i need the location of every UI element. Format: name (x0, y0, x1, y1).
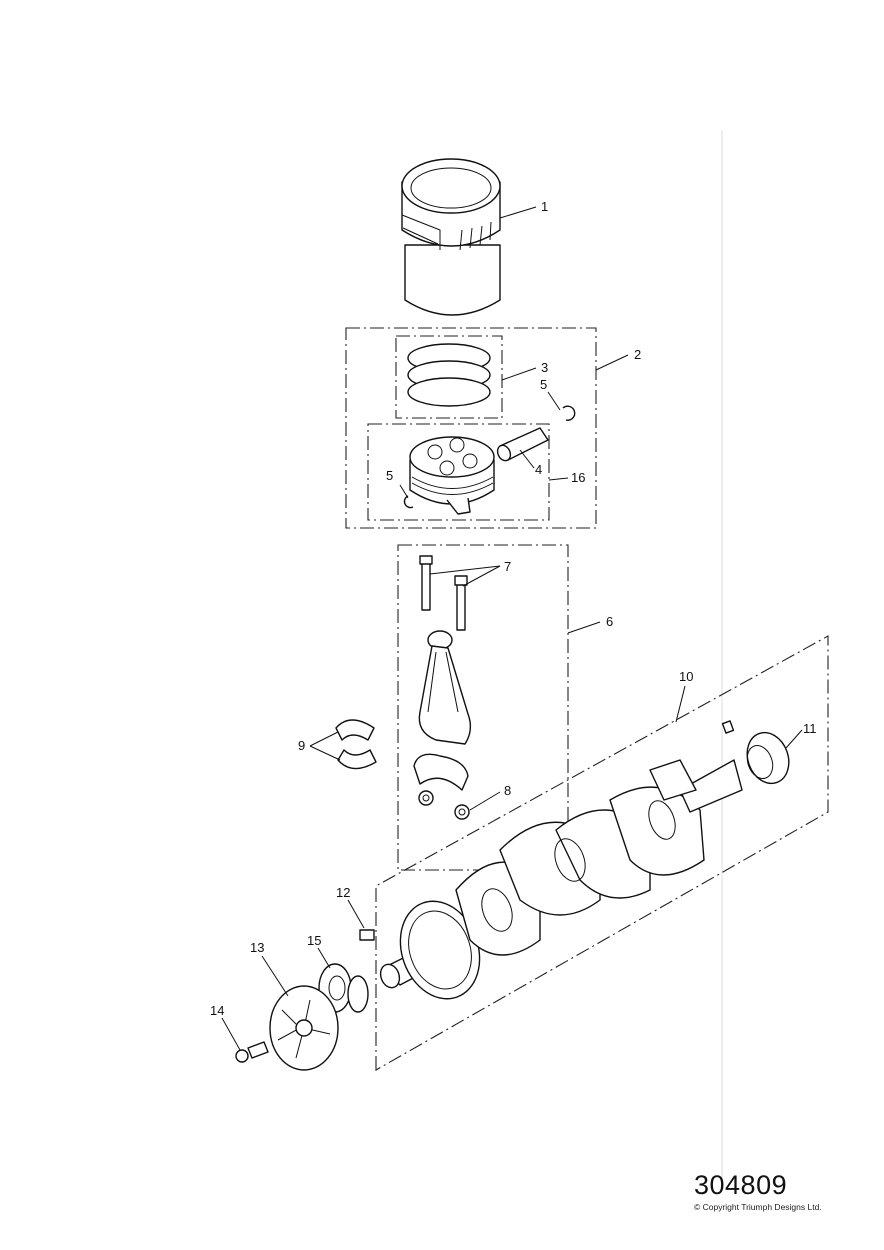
callout-10: 10 (679, 669, 693, 684)
cylinder-liner (401, 158, 501, 316)
callout-6: 6 (606, 614, 613, 629)
con-rod-bolts (419, 555, 468, 631)
callout-9: 9 (298, 738, 305, 753)
circlip (562, 405, 576, 421)
piston-outline (367, 423, 550, 521)
drawing-number: 304809 (694, 1170, 788, 1200)
rotor (269, 985, 339, 1071)
connecting-rod (413, 630, 472, 820)
rotor-bolt (235, 1041, 269, 1063)
callout-15: 15 (307, 933, 321, 948)
callout-3: 3 (541, 360, 548, 375)
piston (409, 436, 495, 515)
callout-1: 1 (541, 199, 548, 214)
crankshaft (379, 759, 743, 1000)
big-end-bearing-shells (335, 719, 377, 770)
piston-rings (407, 343, 491, 407)
woodruff-key (359, 929, 375, 941)
oil-plug (721, 720, 735, 734)
callout-12: 12 (336, 885, 350, 900)
callout-8: 8 (504, 783, 511, 798)
callout-labels: 1 2 3 4 5 5 6 7 8 9 10 11 12 13 14 15 16 (210, 199, 817, 1018)
callout-7: 7 (504, 559, 511, 574)
callout-14: 14 (210, 1003, 224, 1018)
callout-2: 2 (634, 347, 641, 362)
callout-13: 13 (250, 940, 264, 955)
callout-11: 11 (803, 721, 817, 736)
callout-16: 16 (571, 470, 585, 485)
circlip (403, 495, 414, 509)
callout-5a: 5 (540, 377, 547, 392)
main-bearing (746, 731, 790, 785)
crankshaft-outline (375, 635, 829, 1071)
ring-set-outline (395, 335, 503, 419)
leader-lines (221, 206, 803, 1051)
callout-5b: 5 (386, 468, 393, 483)
callout-4: 4 (535, 462, 542, 477)
piston-assembly-outline (345, 327, 597, 529)
gudgeon-pin (496, 427, 549, 462)
copyright-notice: © Copyright Triumph Designs Ltd. (694, 1202, 822, 1212)
